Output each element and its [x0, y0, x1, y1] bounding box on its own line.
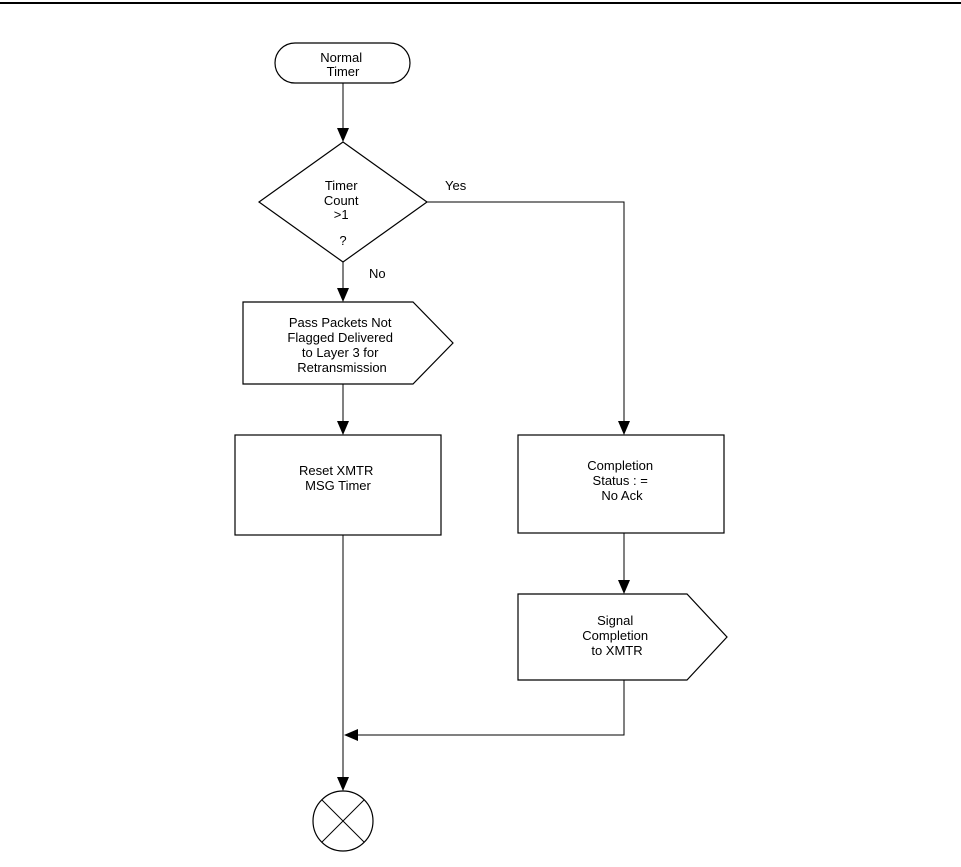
arrow-to-reset — [337, 421, 349, 435]
decision-line-4: ? — [339, 233, 346, 248]
completion-line-3: No Ack — [601, 488, 643, 503]
end-connector-icon — [312, 790, 374, 852]
reset-timer-box: Reset XMTR MSG Timer — [234, 434, 442, 536]
svg-text:Completion Status : =: Completion Status : = No Ack — [587, 458, 656, 503]
pass-packets-line-1: Pass Packets Not — [289, 315, 392, 330]
arrow-to-completion-status — [618, 421, 630, 435]
signal-line-1: Signal — [597, 613, 633, 628]
no-label: No — [369, 266, 386, 281]
pass-packets-box: Pass Packets Not Flagged Delivered to La… — [242, 301, 454, 385]
start-line-1: Normal — [320, 50, 362, 65]
yes-label: Yes — [445, 178, 467, 193]
svg-text:Timer Count >1: Timer Count >1 ? — [324, 178, 362, 248]
signal-line-3: to XMTR — [591, 643, 642, 658]
arrow-merge — [344, 729, 358, 741]
arrow-to-signal — [618, 580, 630, 594]
signal-line-2: Completion — [582, 628, 648, 643]
arrow-to-pass-packets — [337, 288, 349, 302]
svg-text:Reset XMTR MSG Timer: Reset XMTR MSG Timer — [299, 463, 377, 493]
edge-yes — [427, 201, 625, 421]
signal-completion-box: Signal Completion to XMTR — [517, 593, 728, 681]
reset-line-1: Reset XMTR — [299, 463, 373, 478]
svg-text:Pass Packets Not Flagged: Pass Packets Not Flagged Delivered to La… — [287, 315, 396, 375]
pass-packets-line-2: Flagged Delivered — [287, 330, 393, 345]
completion-line-1: Completion — [587, 458, 653, 473]
pass-packets-line-4: Retransmission — [297, 360, 387, 375]
arrow-to-decision — [337, 128, 349, 142]
pass-packets-line-3: to Layer 3 for — [302, 345, 379, 360]
svg-text:Normal Timer: Normal Timer — [320, 50, 366, 79]
edge-signal-merge — [358, 680, 625, 736]
reset-line-2: MSG Timer — [305, 478, 371, 493]
svg-text:Signal Completion: Signal Completion to XMTR — [582, 613, 651, 658]
decision-line-1: Timer — [325, 178, 358, 193]
decision-diamond: Timer Count >1 ? — [257, 141, 429, 263]
start-terminator: Normal Timer — [274, 42, 411, 84]
decision-line-3: >1 — [334, 207, 349, 222]
arrow-to-end — [337, 777, 349, 791]
start-line-2: Timer — [327, 64, 360, 79]
decision-line-2: Count — [324, 193, 359, 208]
completion-line-2: Status : = — [593, 473, 648, 488]
completion-status-box: Completion Status : = No Ack — [517, 434, 725, 534]
